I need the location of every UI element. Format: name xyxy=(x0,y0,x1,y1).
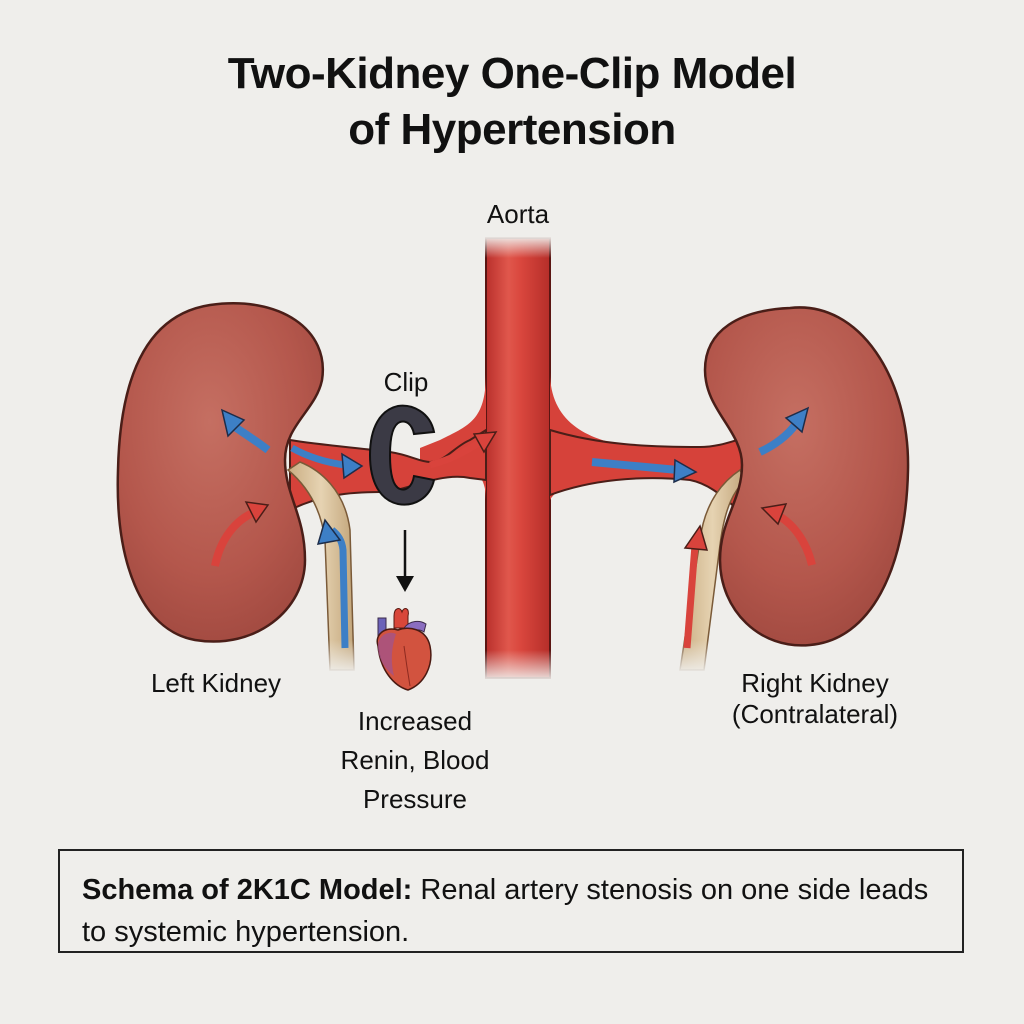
effect-label: Increased Renin, Blood Pressure xyxy=(300,702,530,819)
flow-arrows-right xyxy=(591,406,816,649)
down-arrow-icon xyxy=(396,530,414,592)
title-line-2: of Hypertension xyxy=(348,105,676,154)
caption-box: Schema of 2K1C Model: Renal artery steno… xyxy=(58,849,964,953)
heart-icon xyxy=(376,608,432,691)
right-kidney-label-line-1: Right Kidney xyxy=(741,668,889,698)
red-arrow-head xyxy=(244,501,270,524)
right-kidney-label: Right Kidney (Contralateral) xyxy=(700,668,930,730)
blue-arrow-up-right xyxy=(758,422,799,456)
red-arrow-to-aorta xyxy=(429,439,482,469)
left-kidney-label: Left Kidney xyxy=(150,668,282,698)
right-ureter xyxy=(674,468,746,674)
right-kidney-label-line-2: (Contralateral) xyxy=(731,699,899,729)
caption-text: Renal artery stenosis on one side leads … xyxy=(82,874,929,948)
red-arrow-ureter-right xyxy=(683,544,699,649)
red-arrow-head xyxy=(472,431,498,454)
red-arrow-up-right xyxy=(211,508,257,567)
left-kidney-illustration xyxy=(116,302,325,643)
clip-icon xyxy=(368,404,436,506)
diagram-title: Two-Kidney One-Clip Model of Hypertensio… xyxy=(0,46,1024,158)
blue-arrow-artery-right xyxy=(591,458,679,474)
blue-arrow-head xyxy=(220,408,246,438)
red-arrow-head xyxy=(760,503,788,526)
clip-label: Clip xyxy=(383,367,429,397)
title-line-1: Two-Kidney One-Clip Model xyxy=(227,49,797,98)
effect-label-line-2: Renin, Blood xyxy=(340,745,490,775)
left-ureter xyxy=(286,461,360,674)
blue-arrow-head xyxy=(316,518,342,545)
effect-label-line-3: Pressure xyxy=(362,784,468,814)
flow-arrows-left xyxy=(211,408,498,649)
caption-heading: Schema of 2K1C Model: xyxy=(82,874,413,906)
blue-arrow-head xyxy=(341,452,364,480)
blue-arrow-artery-left xyxy=(290,444,346,469)
right-kidney-illustration xyxy=(703,306,910,647)
effect-label-line-1: Increased xyxy=(357,706,473,736)
blue-arrow-head xyxy=(784,406,810,434)
blue-arrow-head xyxy=(673,458,698,484)
red-arrow-head xyxy=(683,524,709,551)
aorta-label: Aorta xyxy=(486,199,550,229)
